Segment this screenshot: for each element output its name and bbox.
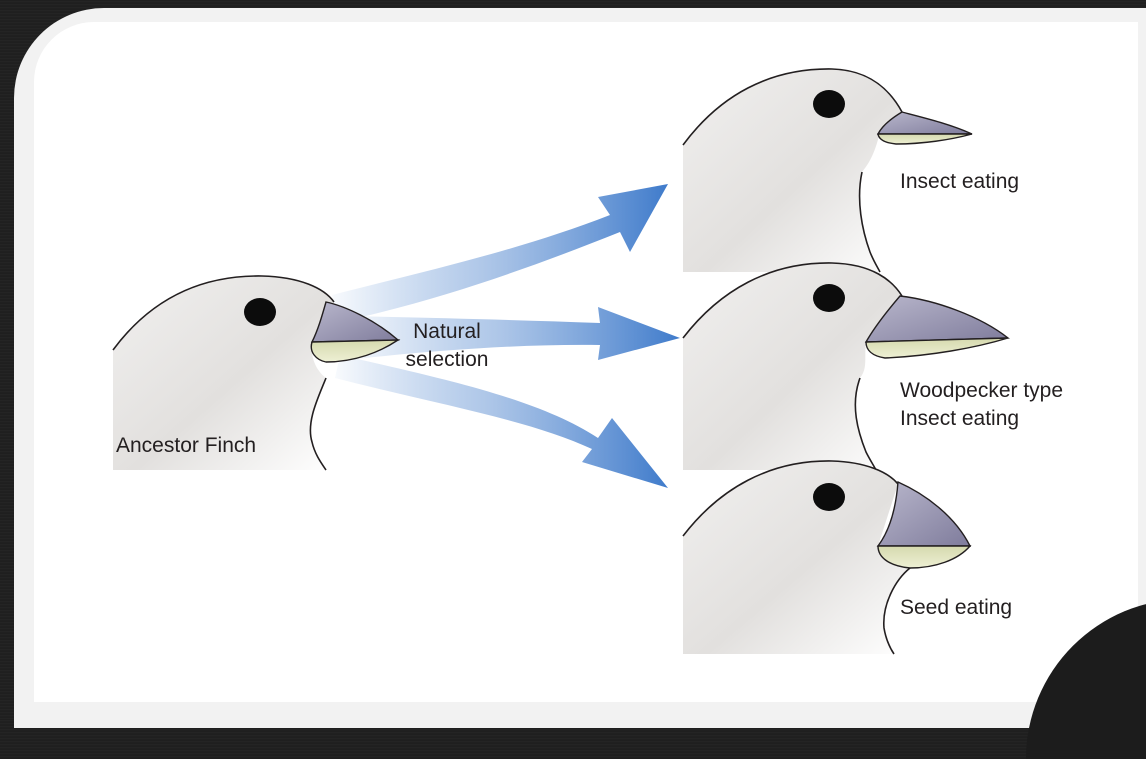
woodpecker-finch-eye [813,284,845,312]
seed-eating-finch-head [683,461,970,654]
woodpecker-type-label: Woodpecker type Insect eating [900,377,1063,433]
natural-selection-line-2: selection [392,346,502,374]
ancestor-eye [244,298,276,326]
woodpecker-label-line-1: Woodpecker type [900,377,1063,405]
woodpecker-finch-beak-lower [866,338,1008,358]
seed-finch-eye [813,483,845,511]
arrow-to-insect-eating [332,184,668,322]
natural-selection-label: Natural selection [392,318,502,374]
seed-eating-label: Seed eating [900,594,1012,622]
ancestor-finch-label: Ancestor Finch [116,432,256,460]
insect-finch-eye [813,90,845,118]
insect-finch-beak-lower [878,134,972,144]
natural-selection-line-1: Natural [392,318,502,346]
arrow-to-seed-eating [335,355,668,488]
woodpecker-finch-head [683,263,1008,470]
insect-eating-label: Insect eating [900,168,1019,196]
woodpecker-label-line-2: Insect eating [900,405,1063,433]
